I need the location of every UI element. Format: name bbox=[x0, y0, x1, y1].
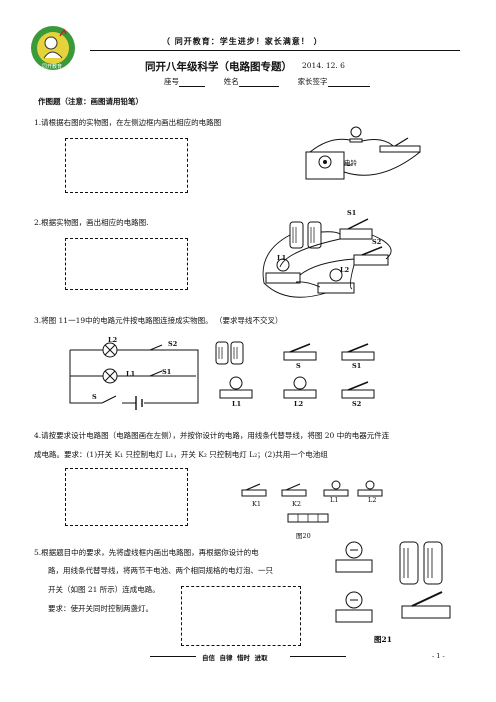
q3-sch-s1: S1 bbox=[162, 368, 172, 376]
q3-comp-s1: S1 bbox=[352, 362, 362, 370]
q3-sch-s: S bbox=[92, 393, 97, 401]
q5-components bbox=[335, 541, 451, 623]
footer-rule-right bbox=[290, 656, 346, 657]
q3-sch-l2: L2 bbox=[108, 336, 118, 344]
q2-label-l2: L2 bbox=[340, 266, 350, 274]
section-label: 作图题（注意：画图请用铅笔） bbox=[38, 97, 143, 106]
page-number: - 1 - bbox=[432, 652, 445, 660]
q2-label-s2: S2 bbox=[372, 238, 382, 246]
q4-label-k2: K2 bbox=[292, 500, 301, 508]
q3-schematic bbox=[69, 342, 199, 410]
q5-line3: 开关（如图 21 所示）连成电路。 bbox=[48, 585, 160, 594]
q3-comp-l2: L2 bbox=[294, 400, 304, 408]
logo-text: 同开教育 bbox=[42, 64, 63, 70]
q1-device-label: 电铃 bbox=[344, 159, 357, 167]
q5-answer-box[interactable] bbox=[181, 586, 301, 646]
q2-figure bbox=[262, 218, 392, 298]
school-logo: 同开教育 bbox=[30, 22, 76, 74]
q4-line1: 4.请按要求设计电路图（电路图画在左侧），并按你设计的电路，用线条代替导线，将图… bbox=[34, 431, 390, 440]
q4-line2: 成电路。要求：(1)开关 K₁ 只控制电灯 L₁，开关 K₂ 只控制电灯 L₂；… bbox=[34, 450, 328, 459]
footer-motto: 自信 自律 惜时 进取 bbox=[202, 654, 268, 662]
q3-sch-s2: S2 bbox=[168, 340, 178, 348]
q2-label-s1: S1 bbox=[347, 209, 357, 217]
q4-answer-box[interactable] bbox=[65, 468, 188, 526]
parent-sign-label: 家长签字 bbox=[297, 77, 328, 86]
footer-rule-left bbox=[150, 656, 196, 657]
header-rule bbox=[90, 50, 460, 51]
q5-line4: 要求：使开关同时控制两盏灯。 bbox=[48, 604, 153, 613]
date: 2014. 12. 6 bbox=[302, 61, 345, 70]
q3-components bbox=[215, 341, 375, 399]
q4-label-l1: L1 bbox=[330, 496, 339, 504]
q4-components bbox=[241, 480, 383, 523]
seat-field[interactable] bbox=[179, 77, 205, 87]
q3-sch-l1: L1 bbox=[126, 370, 136, 378]
page-title: 同开八年级科学（电路图专题） bbox=[145, 61, 292, 73]
q4-label-l2: L2 bbox=[368, 496, 377, 504]
q1-text: 1.请根据右图的实物图，在左侧边框内画出相应的电路图 bbox=[34, 118, 222, 127]
q3-text: 3.将图 11一19中的电路元件按电路图连接成实物图。 （要求导线不交叉） bbox=[34, 316, 283, 325]
q4-label-k1: K1 bbox=[252, 500, 261, 508]
q3-comp-s2: S2 bbox=[352, 400, 362, 408]
q4-figure-label: 图20 bbox=[296, 532, 311, 540]
header-motto: （ 同开教育：学生进步！家长满意！ ） bbox=[162, 36, 323, 46]
q1-answer-box[interactable] bbox=[65, 138, 188, 193]
q3-comp-s: S bbox=[296, 362, 301, 370]
info-fields: 座号 姓名 家长签字 bbox=[164, 77, 370, 87]
q5-line2: 路，用线条代替导线，将两节干电池、两个相同规格的电灯泡、一只 bbox=[48, 566, 273, 575]
q2-answer-box[interactable] bbox=[65, 238, 188, 290]
q5-line1: 5.根据题目中的要求，先将虚线框内画出电路图，再根据你设计的电 bbox=[34, 548, 259, 557]
seat-label: 座号 bbox=[164, 77, 179, 86]
q1-figure bbox=[305, 126, 421, 180]
q2-text: 2.根据实物图，画出相应的电路图. bbox=[34, 218, 149, 227]
q3-comp-l1: L1 bbox=[232, 400, 242, 408]
q2-label-l1: L1 bbox=[277, 254, 287, 262]
parent-sign-field[interactable] bbox=[327, 77, 370, 87]
name-field[interactable] bbox=[238, 77, 279, 87]
name-label: 姓名 bbox=[223, 77, 239, 86]
q5-figure-label: 图21 bbox=[374, 635, 392, 644]
